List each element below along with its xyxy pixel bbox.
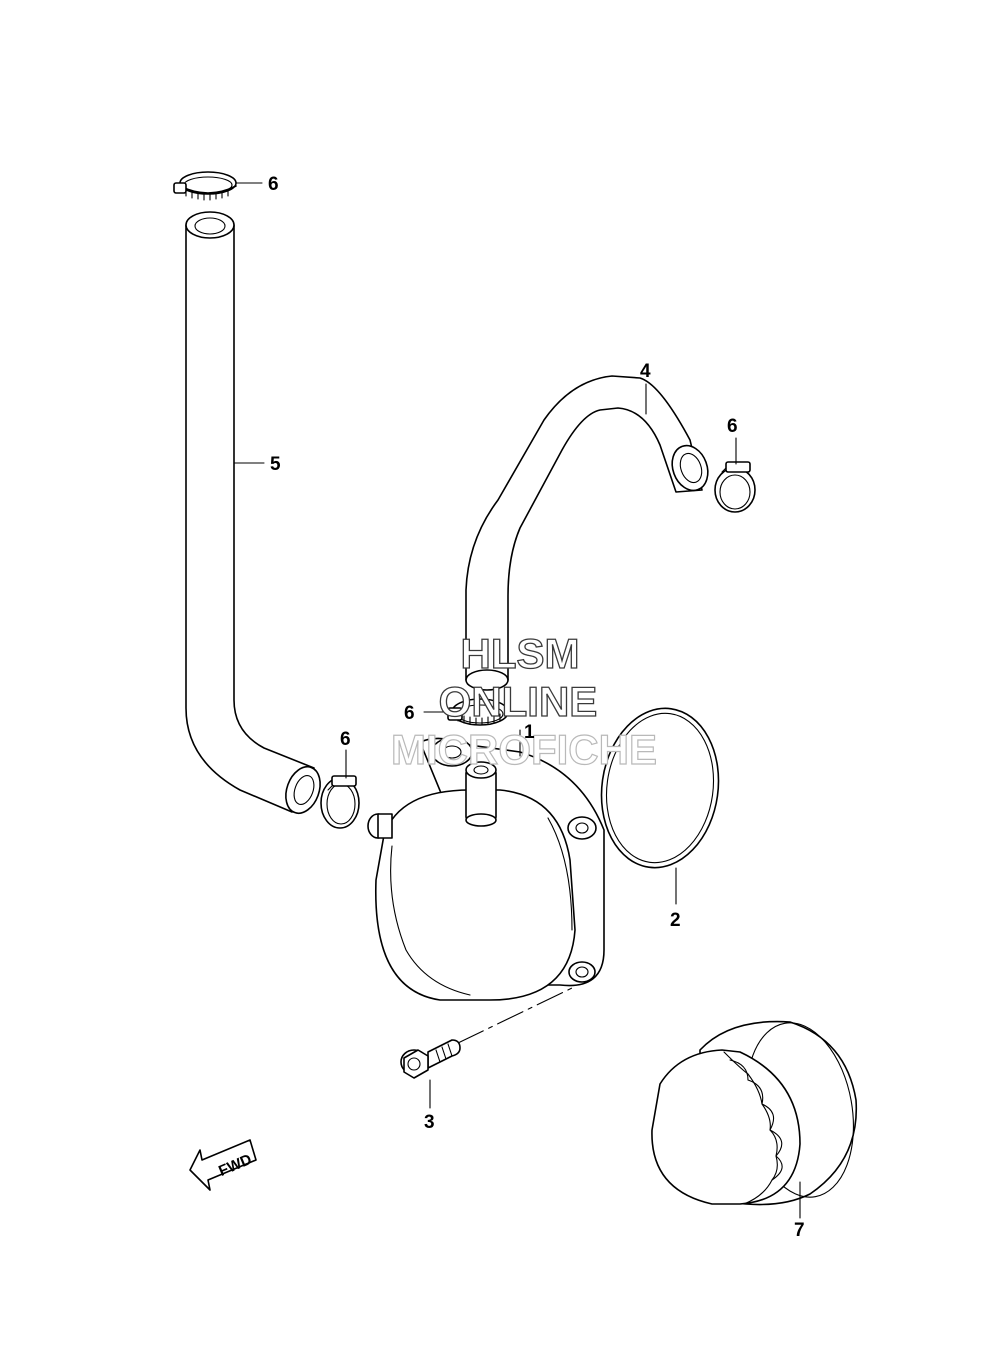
hose-clamp-left[interactable] bbox=[320, 749, 360, 829]
watermark: HLSM ONLINE MICROFICHE bbox=[390, 629, 657, 773]
callout-4: 4 bbox=[640, 361, 651, 382]
callout-6-center: 6 bbox=[404, 703, 415, 724]
oil-cooler-body[interactable] bbox=[367, 729, 605, 1001]
callout-6-top: 6 bbox=[268, 174, 279, 195]
mounting-bolt[interactable] bbox=[400, 987, 573, 1109]
o-ring[interactable] bbox=[591, 701, 728, 905]
callout-6-right: 6 bbox=[727, 416, 738, 437]
callout-1: 1 bbox=[524, 722, 535, 743]
callout-6-left: 6 bbox=[340, 729, 351, 750]
hose-bent[interactable] bbox=[465, 375, 714, 691]
hose-clamp-right[interactable] bbox=[714, 437, 756, 513]
watermark-line-1: HLSM bbox=[461, 630, 580, 677]
watermark-line-2: ONLINE bbox=[439, 678, 598, 725]
callout-3: 3 bbox=[424, 1112, 435, 1133]
callout-2: 2 bbox=[670, 910, 681, 931]
watermark-line-3: MICROFICHE bbox=[391, 726, 657, 773]
hose-clamp-top[interactable] bbox=[173, 171, 263, 201]
callout-7: 7 bbox=[794, 1220, 805, 1241]
hose-long[interactable] bbox=[185, 211, 326, 818]
callout-5: 5 bbox=[270, 454, 281, 475]
hose-clamp-center[interactable] bbox=[423, 698, 509, 726]
oil-filter[interactable] bbox=[651, 1014, 867, 1219]
forward-direction-indicator: FWD bbox=[189, 1139, 257, 1191]
